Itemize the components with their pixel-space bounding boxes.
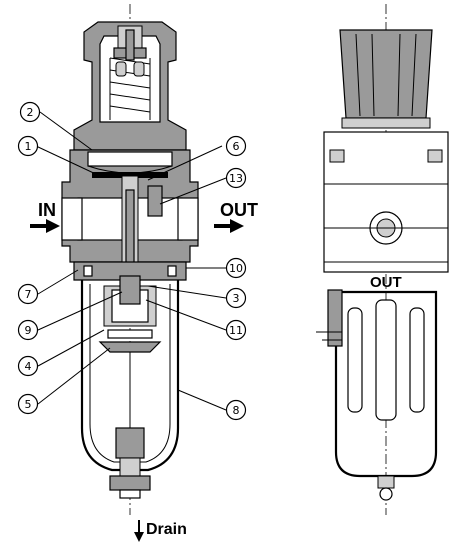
callout-number: 13: [229, 172, 243, 185]
callout-number: 4: [25, 360, 32, 373]
callout-circle: [17, 283, 39, 305]
outlet-arrow: [230, 219, 244, 233]
callout-circle: [225, 135, 247, 157]
callout-circle: [225, 319, 247, 341]
callout-number: 2: [27, 106, 34, 119]
callout-5: 5: [17, 393, 39, 415]
callout-number: 9: [25, 324, 32, 337]
outlet-side-label: OUT: [370, 274, 402, 291]
inlet-label: IN: [38, 200, 56, 220]
callout-6: 6: [225, 135, 247, 157]
callout-circle: [17, 319, 39, 341]
callout-number: 6: [233, 140, 240, 153]
outlet-label: OUT: [220, 200, 258, 220]
callout-circle: [17, 393, 39, 415]
callout-10: 10: [225, 257, 247, 279]
callout-4: 4: [17, 355, 39, 377]
callout-circle: [17, 355, 39, 377]
callout-number: 8: [233, 404, 240, 417]
callout-layer: 1 2 3 4 5 6 7 8 9 10 11 13: [17, 101, 247, 421]
callout-number: 10: [229, 262, 243, 275]
callout-1: 1: [17, 135, 39, 157]
drain-label: Drain: [146, 521, 187, 538]
callout-circle: [225, 257, 247, 279]
callout-number: 11: [229, 324, 243, 337]
exterior-view: OUT: [316, 4, 449, 515]
callout-11: 11: [225, 319, 247, 341]
callout-3: 3: [225, 287, 247, 309]
leader-lines: [35, 111, 227, 411]
inlet-arrow: [46, 219, 60, 233]
callout-circle: [17, 135, 39, 157]
callout-8: 8: [225, 399, 247, 421]
cross-section-view: IN OUT Drain: [30, 4, 258, 542]
callout-number: 3: [233, 292, 240, 305]
callout-circle: [225, 399, 247, 421]
callout-7: 7: [17, 283, 39, 305]
callout-circle: [225, 287, 247, 309]
callout-number: 5: [25, 398, 32, 411]
drain-arrow: [134, 532, 144, 542]
callout-number: 1: [25, 140, 32, 153]
callout-circle: [19, 101, 41, 123]
callout-2: 2: [19, 101, 41, 123]
callout-13: 13: [225, 167, 247, 189]
callout-number: 7: [25, 288, 32, 301]
callout-9: 9: [17, 319, 39, 341]
callout-circle: [225, 167, 247, 189]
